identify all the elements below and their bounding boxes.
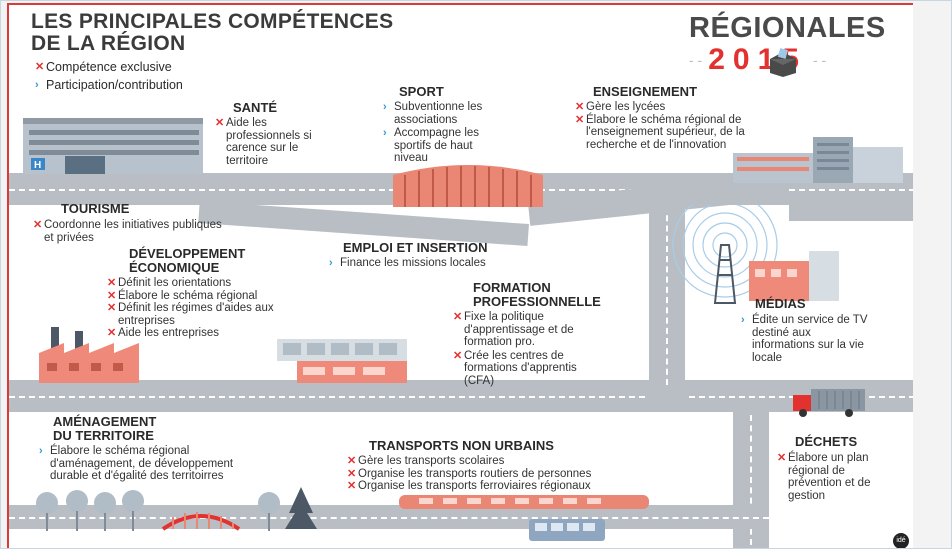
ballot-box-icon [770, 48, 796, 77]
cross-icon: ✕ [33, 219, 43, 231]
section-title: ENSEIGNEMENT [593, 84, 698, 99]
garbage-truck-illustration [793, 389, 865, 417]
section-formation: FORMATION PROFESSIONNELLE ✕Fixe la polit… [453, 281, 653, 387]
cross-icon: ✕ [107, 302, 117, 314]
chevron-right-icon: › [741, 314, 745, 326]
section-title: FORMATION [473, 280, 551, 295]
park-illustration [36, 487, 317, 531]
chevron-right-icon: › [329, 257, 333, 269]
cross-icon: ✕ [777, 452, 787, 464]
radio-tower-illustration [672, 205, 778, 304]
chevron-right-icon: › [39, 445, 43, 457]
section-enseignement: ENSEIGNEMENT ✕Gère les lycées ✕Élabore l… [575, 85, 805, 151]
section-sport: SPORT ›Subventionne les associations ›Ac… [383, 85, 523, 165]
section-tourisme: TOURISME ✕Coordonne les initiatives publ… [33, 202, 233, 244]
credit-logo: idé [893, 533, 909, 548]
logo-word: RÉGIONALES [689, 12, 886, 44]
chevron-right-icon: › [383, 127, 387, 139]
cross-icon: ✕ [347, 480, 357, 492]
section-title: SANTÉ [233, 100, 278, 115]
section-title-2: DU TERRITOIRE [53, 428, 154, 443]
title-line-1: LES PRINCIPALES COMPÉTENCES [31, 10, 394, 33]
page-background [913, 1, 951, 548]
media-building-illustration [749, 251, 839, 301]
factory-illustration [39, 327, 139, 383]
section-title: DÉCHETS [795, 434, 858, 449]
section-title: MÉDIAS [755, 296, 806, 311]
svg-text:H: H [34, 160, 41, 171]
section-dechets: DÉCHETS ✕Élabore un plan régional de pré… [777, 435, 915, 502]
section-sante: SANTÉ ✕Aide les professionnels si carenc… [215, 101, 345, 167]
office-illustration [277, 339, 407, 383]
hospital-illustration: H [23, 118, 203, 174]
cross-icon: ✕ [347, 467, 357, 480]
section-developpement: DÉVELOPPEMENT ÉCONOMIQUE ✕Définit les or… [107, 247, 327, 340]
cross-icon: ✕ [215, 117, 225, 129]
cross-icon: ✕ [35, 61, 45, 74]
section-title: EMPLOI ET INSERTION [343, 240, 488, 255]
section-title: SPORT [399, 84, 444, 99]
legend: ✕Compétence exclusive ›Participation/con… [35, 60, 183, 93]
section-title: TRANSPORTS NON URBAINS [369, 438, 554, 453]
chevron-right-icon: › [383, 101, 387, 113]
section-title-2: ÉCONOMIQUE [129, 260, 220, 275]
transport-illustration [399, 495, 649, 541]
page-title: LES PRINCIPALES COMPÉTENCES DE LA RÉGION [31, 11, 393, 55]
cross-icon: ✕ [347, 455, 357, 467]
legend-exclusive: ✕Compétence exclusive [35, 60, 172, 74]
cross-icon: ✕ [453, 311, 463, 323]
legend-participation: ›Participation/contribution [35, 78, 183, 92]
section-medias: MÉDIAS ›Édite un service de TV destiné a… [741, 297, 891, 364]
cross-icon: ✕ [575, 101, 585, 113]
cross-icon: ✕ [107, 277, 117, 289]
section-title: TOURISME [61, 201, 130, 216]
section-emploi: EMPLOI ET INSERTION ›Finance les mission… [329, 241, 549, 270]
infographic-poster: LES PRINCIPALES COMPÉTENCES DE LA RÉGION… [7, 3, 915, 548]
cross-icon: ✕ [107, 327, 117, 339]
title-line-2: DE LA RÉGION [31, 32, 186, 55]
section-title: DÉVELOPPEMENT [129, 246, 246, 261]
regionales-logo: RÉGIONALES - - 2015 - - [689, 12, 911, 77]
cross-icon: ✕ [575, 113, 585, 126]
section-title-2: PROFESSIONNELLE [473, 294, 601, 309]
cross-icon: ✕ [107, 289, 117, 302]
section-amenagement: AMÉNAGEMENT DU TERRITOIRE ›Élabore le sc… [39, 415, 279, 483]
cross-icon: ✕ [453, 349, 463, 362]
stadium-illustration [393, 165, 543, 207]
university-illustration [733, 137, 903, 183]
section-title: AMÉNAGEMENT [53, 414, 157, 429]
chevron-right-icon: › [35, 79, 39, 92]
section-transports: TRANSPORTS NON URBAINS ✕Gère les transpo… [347, 439, 727, 493]
